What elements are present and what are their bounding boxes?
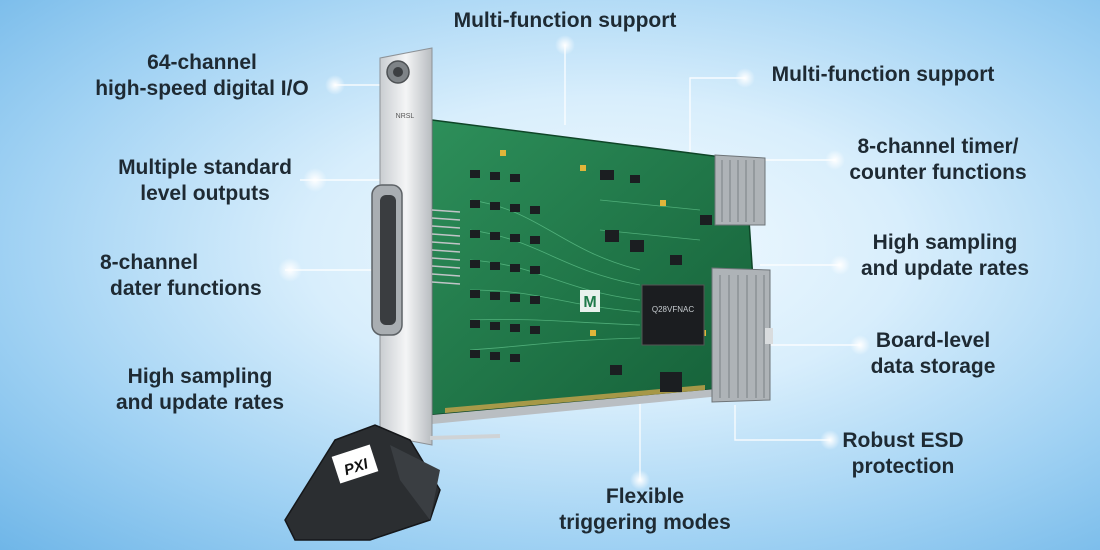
pxi-label: PXI [342,455,371,479]
callout-timer-counter: 8-channel timer/ counter functions [849,135,1027,184]
callout-multifunction-right: Multi-function support [771,63,995,86]
callout-sampling-left: High sampling and update rates [115,365,285,414]
panel-marking: NRSL [396,113,415,120]
callout-multifunction-top: Multi-function support [453,9,677,32]
pcb-components [470,170,712,392]
svg-text:M: M [583,294,596,311]
callout-64-channel-dio: 64-channel high-speed digital I/O [95,51,309,100]
callout-glow-dots [278,35,870,490]
connector-top [714,154,766,226]
callout-data-storage: Board-level data storage [870,329,996,378]
callout-triggering: Flexible triggering modes [559,485,731,534]
connector-bottom [711,267,771,403]
callout-level-outputs: Multiple standard level outputs [118,156,292,205]
pcb-board [431,119,761,416]
callout-lines [285,45,860,480]
callout-dater-functions: 8-channel dater functions [100,251,262,300]
fpga-chip [641,284,705,346]
board-logo [580,290,600,312]
chip-marking: Q28VFNAC [652,305,694,314]
callout-esd-protection: Robust ESD protection [842,429,964,478]
callout-sampling-right: High sampling and update rates [860,231,1030,280]
